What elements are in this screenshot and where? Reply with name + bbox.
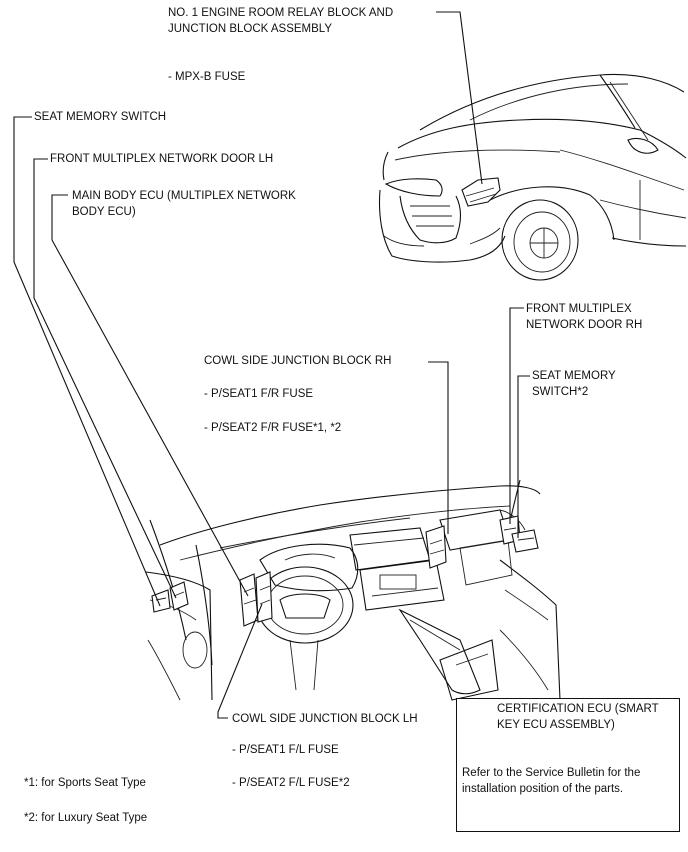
vehicle-front-illustration — [379, 73, 687, 281]
dashboard-illustration — [145, 479, 561, 701]
leader-lines — [13, 11, 530, 719]
label-front-multiplex-door-lh: FRONT MULTIPLEX NETWORK DOOR LH — [50, 153, 274, 165]
seat-memory-switch-rh-part — [511, 529, 539, 553]
label-front-multiplex-door-rh: FRONT MULTIPLEX NETWORK DOOR RH — [526, 303, 643, 331]
label-mpx-b-fuse: - MPX-B FUSE — [168, 71, 246, 83]
label-seat-memory-switch-rh: SEAT MEMORY SWITCH*2 — [532, 370, 616, 398]
label-cowl-side-junction-block-lh: COWL SIDE JUNCTION BLOCK LH — [232, 713, 418, 725]
label-pseat1-fr-fuse: - P/SEAT1 F/R FUSE — [204, 388, 314, 400]
cowl-side-rh-part — [425, 525, 447, 569]
seat-memory-switch-lh-part — [151, 589, 171, 613]
label-certification-ecu: CERTIFICATION ECU (SMART KEY ECU ASSEMBL… — [497, 703, 659, 731]
cowl-side-lh-part — [255, 571, 273, 623]
label-main-body-ecu: MAIN BODY ECU (MULTIPLEX NETWORK BODY EC… — [72, 190, 296, 218]
footnote-luxury-seat: *2: for Luxury Seat Type — [24, 812, 148, 824]
label-seat-memory-switch-lh: SEAT MEMORY SWITCH — [34, 111, 167, 123]
label-pseat2-fr-fuse: - P/SEAT2 F/R FUSE*1, *2 — [204, 422, 342, 434]
label-cowl-side-junction-block-rh: COWL SIDE JUNCTION BLOCK RH — [204, 355, 392, 367]
label-pseat2-fl-fuse: - P/SEAT2 F/L FUSE*2 — [232, 777, 350, 789]
service-bulletin-note: Refer to the Service Bulletin for the in… — [462, 767, 641, 795]
label-pseat1-fl-fuse: - P/SEAT1 F/L FUSE — [232, 744, 339, 756]
front-multiplex-door-lh-part — [169, 581, 189, 611]
label-engine-room-relay-block: NO. 1 ENGINE ROOM RELAY BLOCK AND JUNCTI… — [168, 7, 394, 35]
certification-ecu-note-box: CERTIFICATION ECU (SMART KEY ECU ASSEMBL… — [456, 698, 680, 832]
footnote-sports-seat: *1: for Sports Seat Type — [24, 777, 146, 789]
